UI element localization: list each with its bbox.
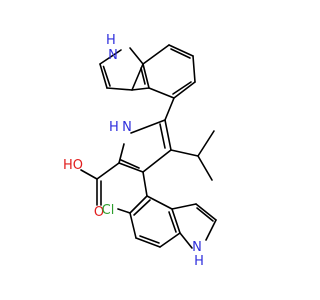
bond [142,171,148,197]
bond [129,47,144,65]
bond [142,149,172,173]
bond [192,55,196,83]
bond [171,208,181,234]
bond [106,87,133,91]
bond [195,203,217,221]
top-indole-nh-h: H [106,33,116,48]
bond [118,143,125,164]
top-indole-nh-n: N [108,48,118,63]
bond [96,162,120,180]
bond [164,119,172,151]
bond [179,232,193,249]
chloro-label: Cl [102,203,115,218]
bond [146,195,173,210]
bond [173,81,196,99]
bond [99,49,122,65]
bond [118,162,144,173]
bond [205,219,217,241]
bond [133,199,151,216]
top-indole-nh-label: H N [106,33,120,63]
bond [168,44,194,57]
bond [159,232,181,248]
bond [170,149,199,157]
bond [170,48,191,59]
carboxyl-oh-label: HO [63,158,83,173]
structure-canvas: H N H N HO O Cl N H [62,33,217,269]
bond [117,208,131,214]
molecule-diagram: H N H N HO O Cl N H [63,33,217,269]
bond [120,159,140,169]
bond [129,212,137,239]
bond [164,97,175,121]
bond [139,235,160,244]
bond [130,119,166,134]
bond [168,211,177,233]
bond [102,65,111,87]
bond [197,155,213,181]
bond [135,237,161,248]
bottom-indole-nh-h: H [194,254,204,269]
bond [99,63,108,89]
bond [80,169,98,180]
pyrrole-nh-label: H N [109,120,132,135]
bottom-indole-nh-n: N [192,240,202,255]
bond [171,203,197,210]
bond [142,44,170,65]
bond [148,87,175,99]
bond [140,67,146,85]
bond [196,207,214,222]
bottom-indole-nh-label: N H [192,240,206,269]
bond [129,195,148,214]
carboxyl-o-label: O [94,205,104,220]
bond [131,87,150,91]
bond [197,130,215,157]
bond [172,81,192,95]
pyrrole-nh-n: N [122,120,132,135]
bond [159,123,166,149]
bond [142,63,150,89]
pyrrole-nh-h: H [109,120,119,135]
